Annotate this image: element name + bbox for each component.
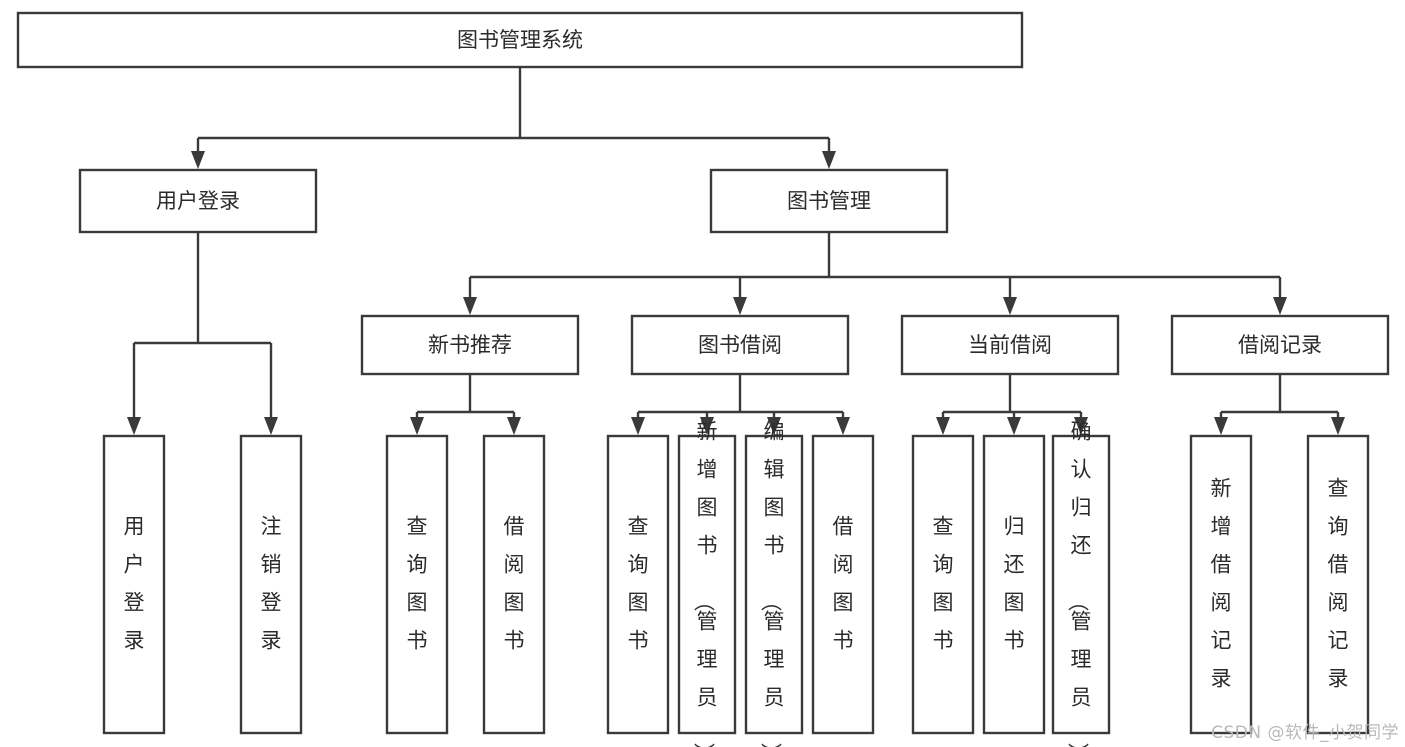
leaf-node-leaf-edit-book[interactable]: 编辑图书（管理员）	[744, 420, 804, 747]
arrow-head-icon	[191, 151, 205, 169]
level3-node-book-borrow[interactable]: 图书借阅	[630, 314, 850, 376]
arrow-head-icon	[1074, 417, 1088, 435]
leaf-label: 归还图书	[1004, 515, 1025, 653]
arrow-head-icon	[631, 417, 645, 435]
node-rect	[811, 434, 875, 735]
leaf-label: 注销登录	[261, 515, 282, 653]
node-rect	[630, 314, 850, 376]
node-label: 图书管理系统	[457, 28, 583, 52]
node-rect	[744, 434, 804, 735]
level3-node-borrow-record[interactable]: 借阅记录	[1170, 314, 1390, 376]
leaf-label: 查询图书	[933, 515, 954, 653]
leaf-node-leaf-user-login[interactable]: 用户登录	[102, 434, 166, 735]
arrow-head-icon	[936, 417, 950, 435]
arrow-head-icon	[507, 417, 521, 435]
arrow-head-icon	[264, 417, 278, 435]
arrow-head-icon	[410, 417, 424, 435]
leaf-node-leaf-borrow-book-2[interactable]: 借阅图书	[811, 434, 875, 735]
leaf-label: 编辑图书（管理员）	[759, 420, 785, 747]
arrow-head-icon	[1214, 417, 1228, 435]
node-rect	[78, 168, 318, 234]
leaf-label: 查询图书	[628, 515, 649, 653]
node-rect	[709, 168, 949, 234]
root-node-root[interactable]: 图书管理系统	[16, 11, 1024, 69]
node-rect	[606, 434, 670, 735]
arrow-head-icon	[733, 297, 747, 315]
node-rect	[385, 434, 449, 735]
leaf-label: 借阅图书	[504, 515, 525, 653]
connectors-layer	[127, 67, 1345, 435]
node-label: 图书借阅	[698, 333, 782, 357]
arrow-head-icon	[1003, 297, 1017, 315]
leaf-node-leaf-query-book-1[interactable]: 查询图书	[385, 434, 449, 735]
leaf-label: 查询图书	[407, 515, 428, 653]
node-label: 新书推荐	[428, 333, 512, 357]
leaf-node-leaf-add-book[interactable]: 新增图书（管理员）	[677, 420, 737, 747]
arrow-head-icon	[1273, 297, 1287, 315]
node-rect	[102, 434, 166, 735]
arrow-head-icon	[463, 297, 477, 315]
level2-node-book-manage[interactable]: 图书管理	[709, 168, 949, 234]
level3-node-new-book-rec[interactable]: 新书推荐	[360, 314, 580, 376]
arrow-head-icon	[1007, 417, 1021, 435]
node-rect	[482, 434, 546, 735]
node-rect	[1189, 434, 1253, 735]
node-rect	[16, 11, 1024, 69]
nodes-layer: 图书管理系统用户登录图书管理新书推荐图书借阅当前借阅借阅记录用户登录注销登录查询…	[16, 11, 1390, 747]
arrow-head-icon	[767, 417, 781, 435]
leaf-label: 用户登录	[124, 515, 145, 653]
node-rect	[1051, 434, 1111, 735]
leaf-label: 查询借阅记录	[1328, 477, 1349, 691]
node-label: 用户登录	[156, 189, 240, 213]
leaf-node-leaf-return-book[interactable]: 归还图书	[982, 434, 1046, 735]
leaf-node-leaf-borrow-book-1[interactable]: 借阅图书	[482, 434, 546, 735]
leaf-label: 借阅图书	[833, 515, 854, 653]
node-rect	[982, 434, 1046, 735]
node-rect	[1306, 434, 1370, 735]
leaf-node-leaf-add-record[interactable]: 新增借阅记录	[1189, 434, 1253, 735]
node-rect	[1170, 314, 1390, 376]
leaf-node-leaf-query-book-3[interactable]: 查询图书	[911, 434, 975, 735]
leaf-node-leaf-logout[interactable]: 注销登录	[239, 434, 303, 735]
arrow-head-icon	[1331, 417, 1345, 435]
level3-node-current-borrow[interactable]: 当前借阅	[900, 314, 1120, 376]
arrow-head-icon	[700, 417, 714, 435]
leaf-label: 新增图书（管理员）	[692, 420, 718, 747]
leaf-node-leaf-confirm-return[interactable]: 确认归还（管理员）	[1051, 420, 1111, 747]
node-label: 图书管理	[787, 189, 871, 213]
node-rect	[239, 434, 303, 735]
node-label: 借阅记录	[1238, 333, 1322, 357]
node-rect	[911, 434, 975, 735]
leaf-label: 确认归还（管理员）	[1066, 420, 1092, 747]
arrow-head-icon	[127, 417, 141, 435]
arrow-head-icon	[822, 151, 836, 169]
csdn-watermark: CSDN @软件_小贺同学	[1211, 723, 1399, 743]
node-rect	[677, 434, 737, 735]
level2-node-user-login[interactable]: 用户登录	[78, 168, 318, 234]
leaf-node-leaf-query-record[interactable]: 查询借阅记录	[1306, 434, 1370, 735]
leaf-node-leaf-query-book-2[interactable]: 查询图书	[606, 434, 670, 735]
node-rect	[360, 314, 580, 376]
arrow-head-icon	[836, 417, 850, 435]
node-label: 当前借阅	[968, 333, 1052, 357]
leaf-label: 新增借阅记录	[1211, 477, 1232, 691]
node-rect	[900, 314, 1120, 376]
